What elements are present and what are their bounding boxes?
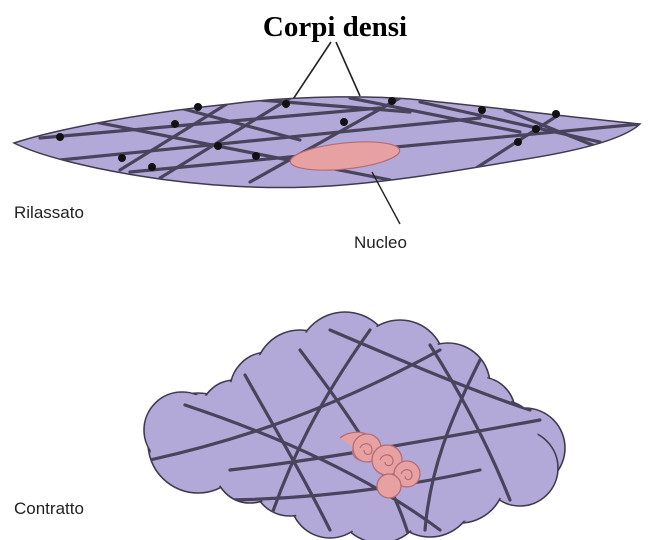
dense-body [514,138,522,146]
label-rilassato: Rilassato [14,203,84,222]
title-corpi-densi: Corpi densi [263,11,407,43]
dense-body [478,106,486,114]
dense-body [171,120,179,128]
dense-body [118,154,126,162]
dense-body [56,133,64,141]
dense-body [532,125,540,133]
dense-body [552,110,560,118]
contracted-cell [144,312,565,540]
dense-body [340,118,348,126]
dense-body [252,152,260,160]
dense-body [214,142,222,150]
relaxed-cell [14,92,640,188]
label-nucleo: Nucleo [354,233,407,252]
dense-body [194,103,202,111]
dense-body [148,163,156,171]
label-contratto: Contratto [14,499,84,518]
relaxed-cell-body [14,97,640,188]
dense-body [282,100,290,108]
dense-body [388,97,396,105]
